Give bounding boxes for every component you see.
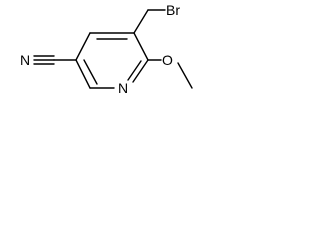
bond-group bbox=[33, 9, 193, 89]
cyano-nitrogen-label: N bbox=[20, 52, 30, 68]
bond-ring-c2-n1-inner bbox=[127, 60, 142, 81]
bond-ring-c6-c5 bbox=[75, 59, 91, 89]
bond-ring-c2-n1 bbox=[132, 59, 149, 83]
bond-o-ch3 bbox=[177, 62, 193, 89]
methoxy-oxygen-label: O bbox=[162, 52, 173, 68]
bond-ring-c5-c4 bbox=[75, 32, 91, 61]
bond-ring-ch2 bbox=[133, 9, 149, 34]
atom-label-group: Br N O N bbox=[20, 2, 180, 96]
ring-nitrogen-label: N bbox=[118, 80, 128, 96]
bond-ring-c3-c2 bbox=[133, 32, 149, 61]
bond-ring-c6-c5-inner bbox=[83, 59, 98, 85]
chemical-structure: Br N O N bbox=[20, 2, 193, 96]
bromine-label: Br bbox=[166, 2, 180, 18]
